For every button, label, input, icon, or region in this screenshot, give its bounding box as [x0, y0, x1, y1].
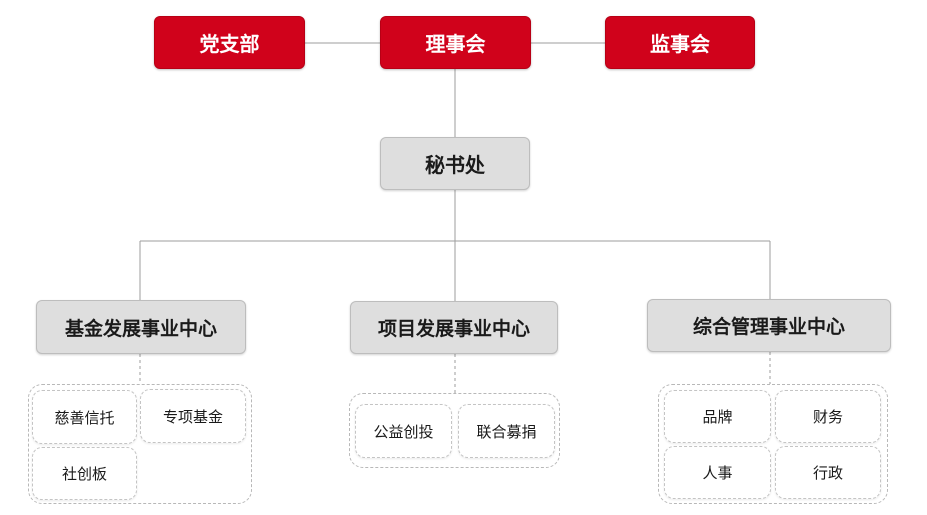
project-development-units-group	[349, 393, 560, 468]
center-project-development: 项目发展事业中心	[350, 301, 558, 354]
council-box: 理事会	[380, 16, 531, 69]
center-general-management: 综合管理事业中心	[647, 299, 891, 352]
secretariat-box: 秘书处	[380, 137, 530, 190]
unit-social-innovation-board: 社创板	[32, 447, 137, 500]
unit-human-resources: 人事	[664, 446, 771, 499]
fund-development-units-group	[28, 384, 252, 504]
party-branch-box: 党支部	[154, 16, 305, 69]
unit-special-fund: 专项基金	[140, 389, 246, 443]
unit-administration: 行政	[775, 446, 881, 499]
center-fund-development: 基金发展事业中心	[36, 300, 246, 354]
general-management-units-group	[658, 384, 888, 504]
unit-venture-philanthropy: 公益创投	[355, 404, 452, 458]
supervisory-board-box: 监事会	[605, 16, 755, 69]
unit-charity-trust: 慈善信托	[32, 390, 137, 444]
unit-brand: 品牌	[664, 390, 771, 443]
unit-finance: 财务	[775, 390, 881, 443]
unit-joint-fundraising: 联合募捐	[458, 404, 555, 458]
